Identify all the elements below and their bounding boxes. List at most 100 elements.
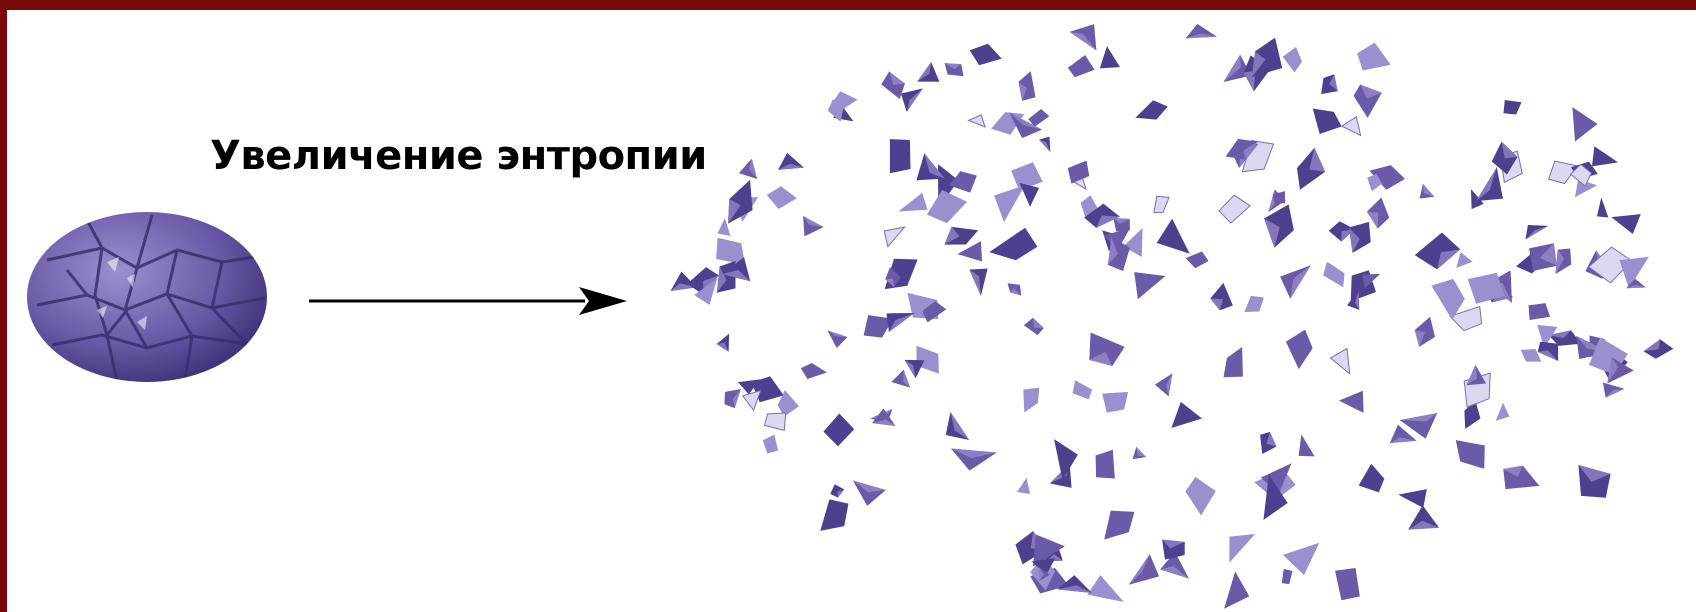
fragment xyxy=(872,407,900,433)
fragment xyxy=(1097,384,1130,417)
fragment xyxy=(969,111,990,128)
fragment xyxy=(1171,402,1202,429)
fragment xyxy=(1642,338,1674,361)
fragment xyxy=(1076,323,1127,374)
fragment xyxy=(1498,93,1525,120)
fragment xyxy=(1128,445,1146,463)
fragment xyxy=(969,267,991,297)
fragment xyxy=(846,476,886,510)
fragment xyxy=(1263,204,1295,248)
fragment xyxy=(1350,77,1389,118)
fragment xyxy=(810,493,857,541)
fragment xyxy=(878,219,905,247)
fragment xyxy=(1020,385,1040,414)
fragment xyxy=(1285,329,1315,370)
fragment xyxy=(940,409,969,446)
fragment xyxy=(1318,258,1351,293)
fragment xyxy=(1256,430,1279,457)
fragment xyxy=(1157,217,1200,258)
fragment xyxy=(1356,42,1390,71)
fragment xyxy=(1499,461,1543,497)
fragment xyxy=(1067,54,1095,78)
fragment xyxy=(1017,70,1039,102)
ordered-sphere xyxy=(27,212,267,382)
fragment xyxy=(1353,463,1389,500)
fragment xyxy=(1333,566,1363,602)
fragment xyxy=(1565,457,1617,507)
fragment xyxy=(1132,96,1170,129)
fragment xyxy=(956,241,988,269)
fragment xyxy=(1525,299,1553,324)
fragment xyxy=(1087,573,1128,603)
fragment xyxy=(1448,431,1495,474)
fragment xyxy=(1153,369,1179,397)
fragment xyxy=(1398,489,1430,513)
fragment xyxy=(1039,133,1057,152)
fragment xyxy=(778,153,804,171)
fragment xyxy=(1273,255,1313,299)
fragment xyxy=(896,193,931,223)
fragment xyxy=(1295,147,1326,192)
fragment xyxy=(969,43,1002,66)
fragment xyxy=(766,186,797,210)
fragment xyxy=(1240,290,1268,319)
fragment xyxy=(1592,197,1609,220)
slide: Увеличение энтропии xyxy=(7,10,1696,612)
fragment xyxy=(1216,523,1256,563)
fragment xyxy=(1611,214,1641,235)
fragment xyxy=(1068,377,1095,403)
fragment xyxy=(1089,445,1124,483)
fragment xyxy=(913,62,944,92)
fragment xyxy=(1125,554,1166,596)
fragment xyxy=(1093,45,1120,75)
fragment xyxy=(1017,478,1031,495)
fragment xyxy=(1276,566,1297,587)
fragment xyxy=(1004,278,1026,299)
fragment xyxy=(1182,472,1222,518)
fragment xyxy=(1221,343,1252,383)
fragment xyxy=(1411,229,1464,275)
fragment xyxy=(738,158,758,181)
fragment xyxy=(1023,315,1046,338)
fragment xyxy=(947,441,997,475)
fragment xyxy=(986,226,1040,266)
fragment xyxy=(1408,503,1444,538)
fragment xyxy=(1186,23,1218,40)
fragment xyxy=(874,247,926,298)
fragment xyxy=(819,411,858,450)
fragment xyxy=(1492,403,1513,426)
fragment xyxy=(1186,251,1209,268)
fragment xyxy=(717,332,738,353)
fragment xyxy=(1216,191,1253,225)
fragment xyxy=(714,218,731,239)
fragment xyxy=(1306,106,1345,140)
right-arrow xyxy=(309,287,627,315)
fragment xyxy=(1342,114,1368,140)
fragment xyxy=(1414,316,1436,348)
fragment xyxy=(1148,191,1171,216)
fragment xyxy=(1281,46,1303,74)
fragment xyxy=(1319,72,1342,98)
fragment xyxy=(1344,218,1376,257)
fragment xyxy=(891,370,910,388)
entropy-illustration xyxy=(7,10,1696,612)
fragment xyxy=(822,327,847,350)
fragment xyxy=(1292,433,1314,462)
fragment xyxy=(800,362,827,380)
fragment xyxy=(1217,571,1256,612)
fragment xyxy=(1096,501,1140,549)
fragment xyxy=(1563,107,1600,146)
fragment xyxy=(1338,391,1365,416)
fragment xyxy=(941,58,967,80)
fragment xyxy=(1280,530,1324,575)
fragment xyxy=(1329,347,1352,374)
fragment xyxy=(794,212,824,242)
fragment xyxy=(827,481,846,499)
fragment xyxy=(1521,219,1550,240)
fragment xyxy=(1414,182,1434,203)
fragment xyxy=(1210,283,1233,311)
fragment xyxy=(1070,16,1109,55)
fragment xyxy=(879,134,919,179)
fragment xyxy=(760,433,780,456)
caption-text: Увеличение энтропии xyxy=(210,133,707,179)
